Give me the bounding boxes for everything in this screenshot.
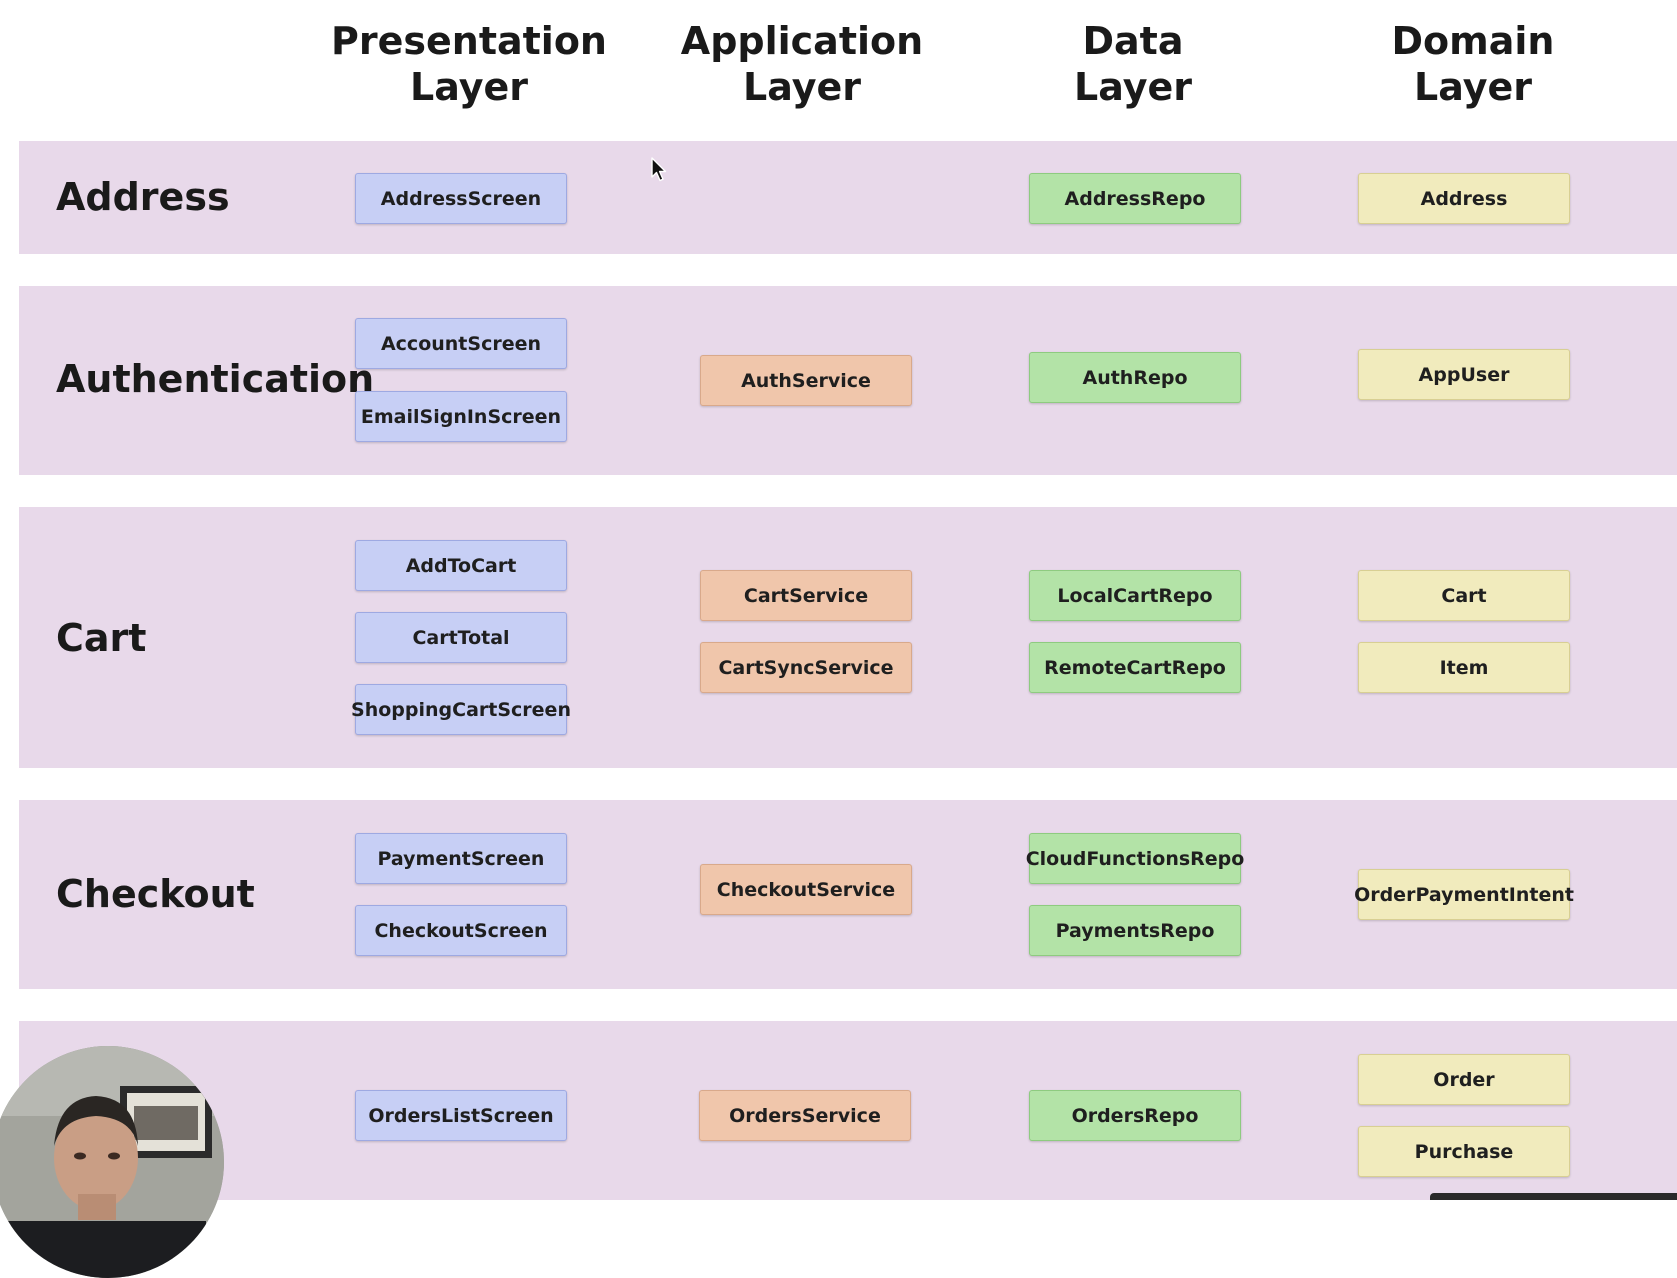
component-box-authrepo[interactable]: AuthRepo bbox=[1029, 352, 1241, 403]
column-header-line: Presentation bbox=[331, 19, 607, 63]
column-header-line: Layer bbox=[410, 65, 528, 109]
component-box-addressrepo[interactable]: AddressRepo bbox=[1029, 173, 1241, 224]
component-box-cartservice[interactable]: CartService bbox=[700, 570, 912, 621]
component-box-checkoutservice[interactable]: CheckoutService bbox=[700, 864, 912, 915]
webcam-overlay bbox=[0, 1046, 224, 1278]
video-control-bar bbox=[1430, 1193, 1677, 1200]
component-box-cloudfunctionsrepo[interactable]: CloudFunctionsRepo bbox=[1026, 833, 1244, 884]
component-box-carttotal[interactable]: CartTotal bbox=[355, 612, 567, 663]
component-box-remotecartrepo[interactable]: RemoteCartRepo bbox=[1029, 642, 1241, 693]
component-box-cartsyncservice[interactable]: CartSyncService bbox=[700, 642, 912, 693]
component-box-ordersrepo[interactable]: OrdersRepo bbox=[1029, 1090, 1241, 1141]
component-box-paymentsrepo[interactable]: PaymentsRepo bbox=[1029, 905, 1241, 956]
column-header-line: Layer bbox=[1414, 65, 1532, 109]
component-box-ordersservice[interactable]: OrdersService bbox=[699, 1090, 911, 1141]
component-box-addressscreen[interactable]: AddressScreen bbox=[355, 173, 567, 224]
component-box-emailsigninscreen[interactable]: EmailSignInScreen bbox=[355, 391, 567, 442]
row-label-checkout: Checkout bbox=[56, 872, 255, 916]
mouse-cursor-icon bbox=[651, 157, 667, 182]
column-header-line: Layer bbox=[743, 65, 861, 109]
row-band-cart bbox=[19, 507, 1677, 768]
component-box-localcartrepo[interactable]: LocalCartRepo bbox=[1029, 570, 1241, 621]
column-header-line: Layer bbox=[1074, 65, 1192, 109]
component-box-purchase[interactable]: Purchase bbox=[1358, 1126, 1570, 1177]
column-header-application: Application Layer bbox=[642, 18, 962, 110]
component-box-accountscreen[interactable]: AccountScreen bbox=[355, 318, 567, 369]
column-header-line: Domain bbox=[1391, 19, 1555, 63]
component-box-order[interactable]: Order bbox=[1358, 1054, 1570, 1105]
column-header-domain: Domain Layer bbox=[1313, 18, 1633, 110]
component-box-orderpaymentintent[interactable]: OrderPaymentIntent bbox=[1354, 869, 1574, 920]
column-header-data: Data Layer bbox=[973, 18, 1293, 110]
row-label-cart: Cart bbox=[56, 616, 147, 660]
component-box-orderslistscreen[interactable]: OrdersListScreen bbox=[355, 1090, 567, 1141]
component-box-appuser[interactable]: AppUser bbox=[1358, 349, 1570, 400]
presenter-video-image bbox=[0, 1046, 224, 1278]
component-box-cart[interactable]: Cart bbox=[1358, 570, 1570, 621]
column-header-line: Data bbox=[1082, 19, 1184, 63]
component-box-checkoutscreen[interactable]: CheckoutScreen bbox=[355, 905, 567, 956]
component-box-address[interactable]: Address bbox=[1358, 173, 1570, 224]
row-label-address: Address bbox=[56, 175, 230, 219]
column-header-line: Application bbox=[680, 19, 924, 63]
component-box-addtocart[interactable]: AddToCart bbox=[355, 540, 567, 591]
component-box-shoppingcartscreen[interactable]: ShoppingCartScreen bbox=[351, 684, 571, 735]
component-box-authservice[interactable]: AuthService bbox=[700, 355, 912, 406]
column-header-presentation: Presentation Layer bbox=[309, 18, 629, 110]
row-label-authentication: Authentication bbox=[56, 357, 375, 401]
component-box-paymentscreen[interactable]: PaymentScreen bbox=[355, 833, 567, 884]
component-box-item[interactable]: Item bbox=[1358, 642, 1570, 693]
